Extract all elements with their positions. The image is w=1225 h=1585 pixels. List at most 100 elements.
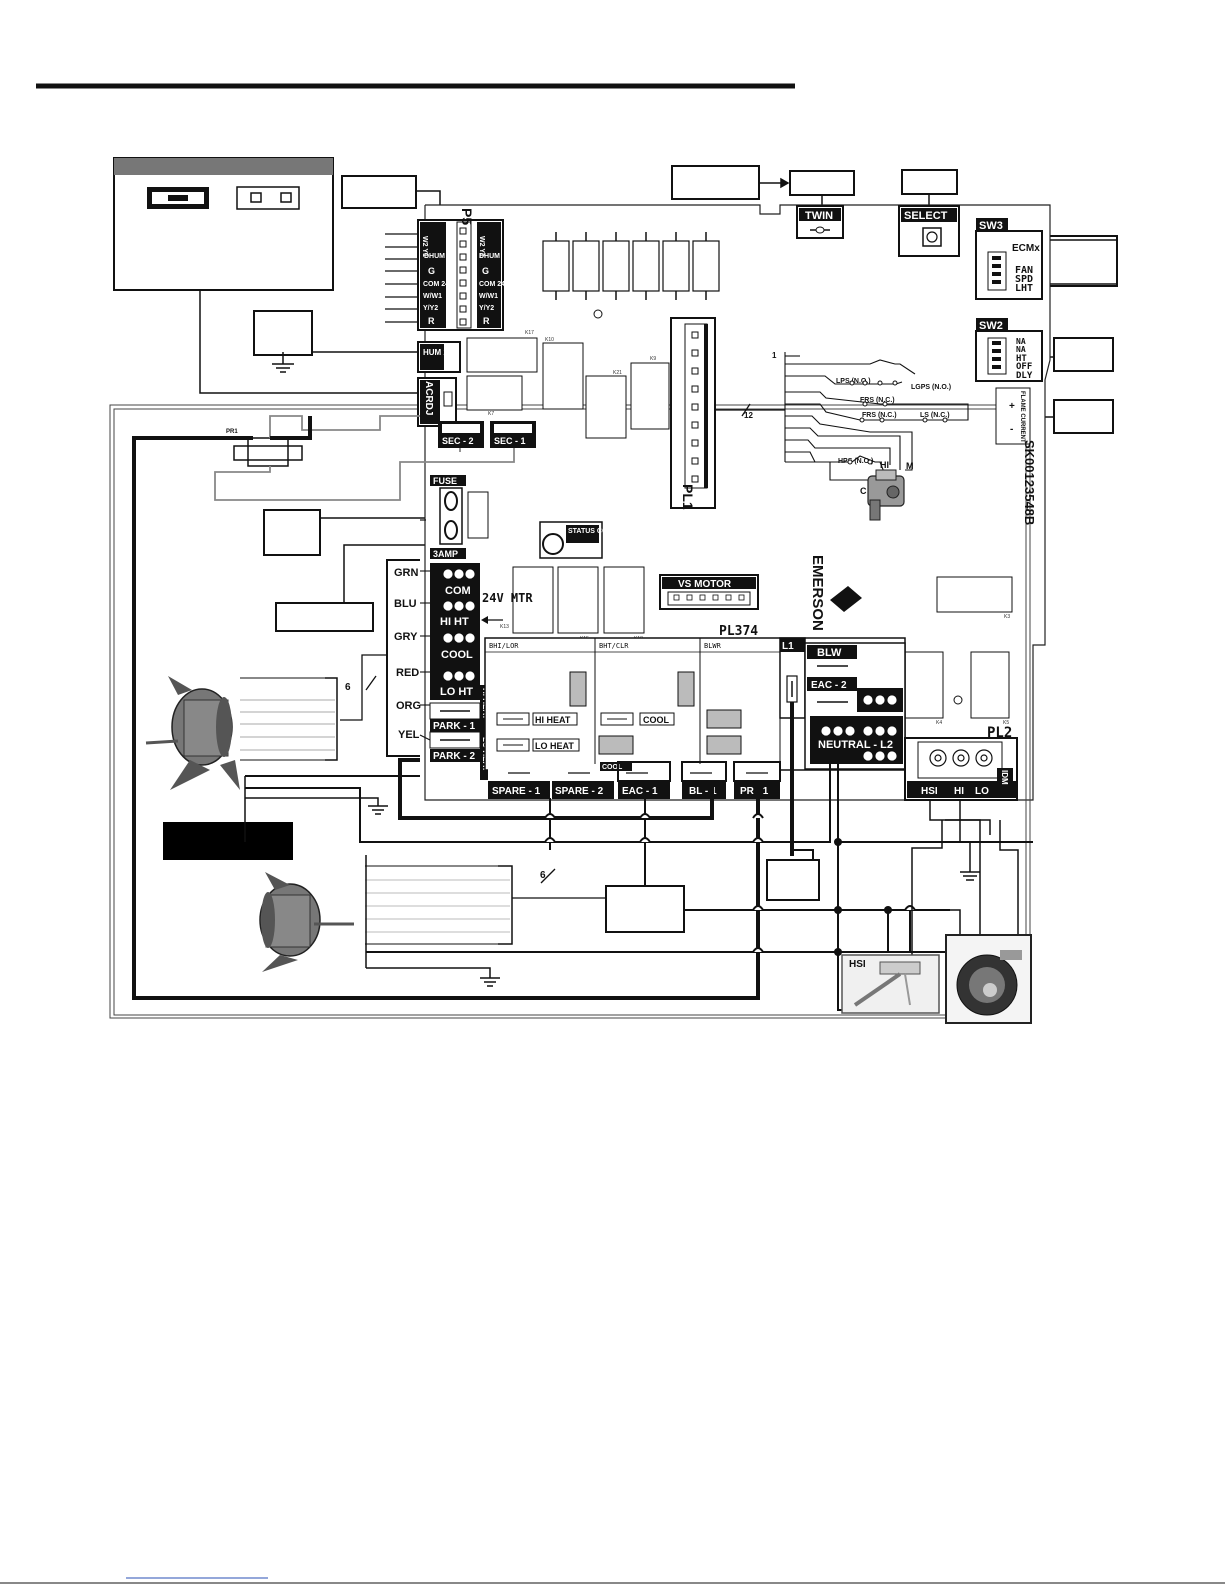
svg-text:DLY: DLY <box>1016 371 1033 381</box>
svg-text:GRN: GRN <box>394 567 419 579</box>
callout-boxes <box>253 165 1118 933</box>
svg-text:FUSE: FUSE <box>433 476 457 486</box>
lower-blower-motor-icon <box>259 872 354 972</box>
board-components <box>466 337 1013 719</box>
svg-text:HSI: HSI <box>849 959 866 970</box>
svg-text:SW3: SW3 <box>979 220 1003 232</box>
mounting-hole <box>953 695 963 705</box>
gas-valve-icon <box>867 469 905 521</box>
svg-text:LGPS (N.O.): LGPS (N.O.) <box>911 384 951 391</box>
upper-blower-motor-icon <box>145 676 240 790</box>
pin-label: W/W1 <box>423 293 442 300</box>
wire-crossovers <box>544 813 916 953</box>
svg-text:K4: K4 <box>936 720 942 726</box>
pin-label: DHUM <box>424 253 445 260</box>
svg-text:HT: HT <box>1016 354 1027 364</box>
svg-text:NEUTRAL - L2: NEUTRAL - L2 <box>818 739 893 751</box>
l1-terminal: L1 <box>779 637 806 719</box>
svg-text:ACRDJ: ACRDJ <box>423 381 434 415</box>
svg-text:HSI: HSI <box>921 786 938 797</box>
pin-label: W/W1 <box>479 293 498 300</box>
motor-wire-colors: GRN BLU GRY RED ORG YEL <box>386 559 431 757</box>
svg-text:FLAME CURRENT: FLAME CURRENT <box>1019 391 1025 443</box>
svg-text:M: M <box>906 461 914 471</box>
svg-text:FRS (N.C.): FRS (N.C.) <box>860 397 895 404</box>
relay-pins <box>555 232 707 300</box>
pin-label: R <box>428 316 435 326</box>
select-button: SELECT <box>898 205 960 257</box>
svg-text:FAN: FAN <box>1015 265 1033 276</box>
svg-text:SEC - 2: SEC - 2 <box>442 436 474 446</box>
svg-text:SPARE - 1: SPARE - 1 <box>492 786 541 797</box>
svg-text:ORG: ORG <box>396 700 421 712</box>
svg-text:PARK - 2: PARK - 2 <box>433 751 475 762</box>
svg-text:K7: K7 <box>488 411 494 417</box>
svg-text:RED: RED <box>396 667 419 679</box>
pin-label: COM 24V <box>423 281 454 288</box>
svg-text:OFF: OFF <box>1016 362 1032 372</box>
svg-text:BHT/CLR: BHT/CLR <box>599 642 629 650</box>
bottom-accessory-terminals: COOL SPARE - 1 SPARE - 2 EAC - 1 BL - 1 … <box>488 761 781 799</box>
acrdj-jumper: ACRDJ <box>417 377 457 427</box>
sw2-switch: SW2 NA NA HT OFF DLY <box>975 318 1043 382</box>
motor-tap-block: COM HI HT COOL LO HT <box>430 563 480 700</box>
ground-icon <box>272 352 294 373</box>
svg-text:HI HT: HI HT <box>440 616 469 628</box>
mtr-24v-label: 24V MTR <box>482 591 533 605</box>
bundle-tick <box>741 403 751 417</box>
svg-text:K3: K3 <box>1004 614 1010 620</box>
svg-text:COOL: COOL <box>643 715 670 725</box>
pin-label: G <box>482 266 489 276</box>
svg-text:L1: L1 <box>782 641 794 652</box>
svg-text:COM: COM <box>445 585 471 597</box>
svg-text:C: C <box>860 486 867 496</box>
svg-text:PARK - 1: PARK - 1 <box>433 721 475 732</box>
svg-text:3AMP: 3AMP <box>433 549 458 559</box>
svg-text:-: - <box>1010 424 1013 435</box>
svg-text:GRY: GRY <box>394 631 418 643</box>
pl1-connector: PL1 <box>670 317 716 510</box>
p5-label: P5 <box>459 208 475 225</box>
bundle-tick <box>540 868 556 884</box>
sw3-switch: SW3 ECMx FAN SPD LHT <box>975 218 1043 300</box>
svg-text:ECMx: ECMx <box>1012 243 1040 254</box>
inducer-wires <box>911 800 1019 955</box>
sec-1-terminal: SEC - 1 <box>490 421 536 448</box>
svg-text:COOL: COOL <box>602 764 623 771</box>
svg-text:VS MOTOR: VS MOTOR <box>678 579 732 590</box>
arrow-icon <box>481 616 488 624</box>
svg-text:12: 12 <box>744 411 753 420</box>
svg-text:SELECT: SELECT <box>904 210 948 222</box>
svg-text:K5: K5 <box>1003 720 1009 726</box>
vs-motor-connector: VS MOTOR <box>659 574 759 610</box>
svg-text:YEL: YEL <box>398 729 420 741</box>
bundle-tick <box>365 675 377 691</box>
svg-text:HI HEAT: HI HEAT <box>535 715 571 725</box>
svg-text:LS (N.C.): LS (N.C.) <box>920 412 950 419</box>
thermostat-leads <box>385 233 420 323</box>
svg-text:SW2: SW2 <box>979 320 1003 332</box>
svg-text:6: 6 <box>540 870 546 881</box>
p5-thermostat-terminal: P5 W2 Y1 DHUM G COM 24V W/W1 Y/Y2 R W2 Y… <box>417 208 510 331</box>
svg-text:K9: K9 <box>650 356 656 362</box>
svg-text:BLU: BLU <box>394 598 417 610</box>
svg-text:PR - 1: PR - 1 <box>740 786 769 797</box>
svg-text:+: + <box>1009 401 1015 412</box>
sec-2-terminal: SEC - 2 <box>438 421 484 448</box>
svg-text:COOL: COOL <box>441 649 473 661</box>
svg-text:NA: NA <box>1016 345 1026 354</box>
black-label-block <box>163 822 293 860</box>
svg-text:1: 1 <box>772 351 777 360</box>
upper-motor-wires <box>240 677 338 761</box>
svg-text:PR1: PR1 <box>226 429 238 435</box>
svg-text:EMERSON: EMERSON <box>809 555 826 631</box>
junction-dots <box>834 838 892 956</box>
lower-motor-wires <box>365 855 513 987</box>
pin-label: G <box>428 266 435 276</box>
pl2-inducer-connector: PL2 HSI HI LO IDM <box>904 725 1018 801</box>
jumper-inset-panel <box>113 157 334 291</box>
hum-24v-terminal: HUM 24V <box>417 341 461 373</box>
svg-text:K13: K13 <box>500 624 509 630</box>
pin-label: R <box>483 316 490 326</box>
